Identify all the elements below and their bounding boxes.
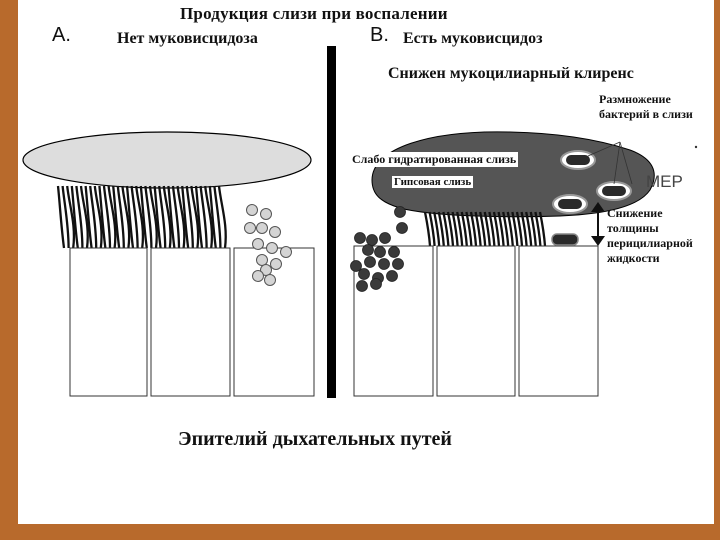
stray-dot [695, 146, 697, 148]
cilia-a [58, 186, 226, 248]
granule [363, 245, 374, 256]
granule [359, 269, 370, 280]
granule [247, 205, 258, 216]
granule [267, 243, 278, 254]
panel-a-letter: A. [52, 24, 71, 47]
granule [379, 259, 390, 270]
epithelial-cell [70, 248, 147, 396]
granule [265, 275, 276, 286]
bacterium [558, 199, 582, 209]
bacterium [552, 234, 578, 245]
granule [365, 257, 376, 268]
mep-label: MEP [646, 172, 683, 192]
granule [270, 227, 281, 238]
granule [245, 223, 256, 234]
epithelium-caption: Эпителий дыхательных путей [178, 428, 452, 451]
thick-mucus-label: Гипсовая слизь [392, 176, 473, 188]
panel-a-subtitle: Нет муковисцидоза [117, 30, 258, 48]
granule [389, 247, 400, 258]
cilia-b [425, 212, 545, 246]
mucus-layer-b [372, 132, 654, 217]
panel-b-letter: B. [370, 24, 389, 47]
panel-b-subtitle: Есть муковисцидоз [403, 30, 543, 48]
clearance-label: Снижен мукоцилиарный клиренс [388, 65, 634, 83]
weak-mucus-label: Слабо гидратированная слизь [350, 152, 518, 167]
granule [281, 247, 292, 258]
granule [395, 207, 406, 218]
granule [380, 233, 391, 244]
periciliary-label: Снижение толщины перицилиарной жидкости [607, 206, 705, 266]
diagram-title: Продукция слизи при воспалении [180, 4, 448, 24]
epithelial-cell [151, 248, 230, 396]
mucus-layer-a [23, 132, 311, 188]
cilium [425, 212, 430, 246]
panel-divider [327, 46, 336, 398]
granule [257, 255, 268, 266]
bacterium [602, 186, 626, 196]
epithelial-cells-a [70, 248, 314, 396]
granule [393, 259, 404, 270]
granule [355, 233, 366, 244]
bacterium [566, 155, 590, 165]
granule [387, 271, 398, 282]
granule [257, 223, 268, 234]
granule [371, 279, 382, 290]
granule [375, 247, 386, 258]
epithelial-cell [519, 246, 598, 396]
granule [253, 271, 264, 282]
epithelial-cell [234, 248, 314, 396]
granule [253, 239, 264, 250]
granule [271, 259, 282, 270]
granule [397, 223, 408, 234]
granule [357, 281, 368, 292]
bacteria-label: Размножение бактерий в слизи [599, 92, 699, 122]
epithelial-cells-b [354, 246, 598, 396]
granule [367, 235, 378, 246]
epithelial-cell [437, 246, 515, 396]
granule [261, 209, 272, 220]
